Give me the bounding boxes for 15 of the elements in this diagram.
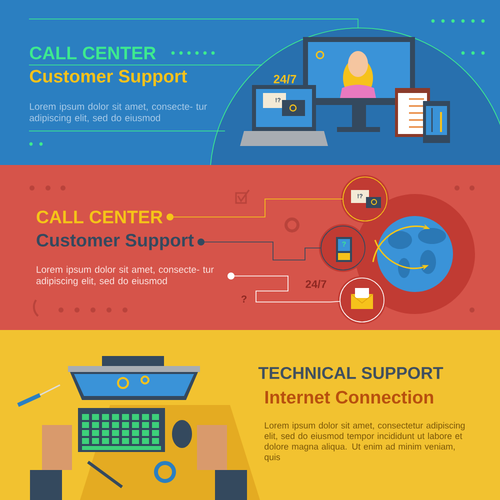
connector-line — [166, 198, 343, 220]
connector-line — [198, 238, 321, 260]
heading: Customer Support — [36, 234, 194, 250]
heading: CALL CENTER — [36, 210, 163, 224]
subheading: Internet Connection — [265, 390, 434, 404]
connector-line — [228, 272, 340, 302]
question-mark: ? — [241, 296, 246, 302]
hours-label: 24/7 — [306, 280, 326, 288]
subheading: Customer Support — [30, 70, 187, 86]
hours-label: 24/7 — [274, 74, 296, 84]
heading: TECHNICAL SUPPORT — [258, 366, 444, 380]
body-text: Lorem ipsum dolor sit amet, consecte- tur adipiscing elit, sed do eiusmod — [30, 102, 207, 124]
body-text: Lorem ipsum dolor sit amet, consecte- tur adipiscing elit, sed do eiusmod — [36, 266, 214, 286]
heading: CALL CENTER — [30, 46, 156, 60]
body-text: Lorem ipsum dolor sit amet, consectetur adipiscing elit, sed do eiusmod tempor incididunt ut labore et dolore magna aliqua. Ut enim ad minim veniam, quis — [264, 422, 465, 462]
